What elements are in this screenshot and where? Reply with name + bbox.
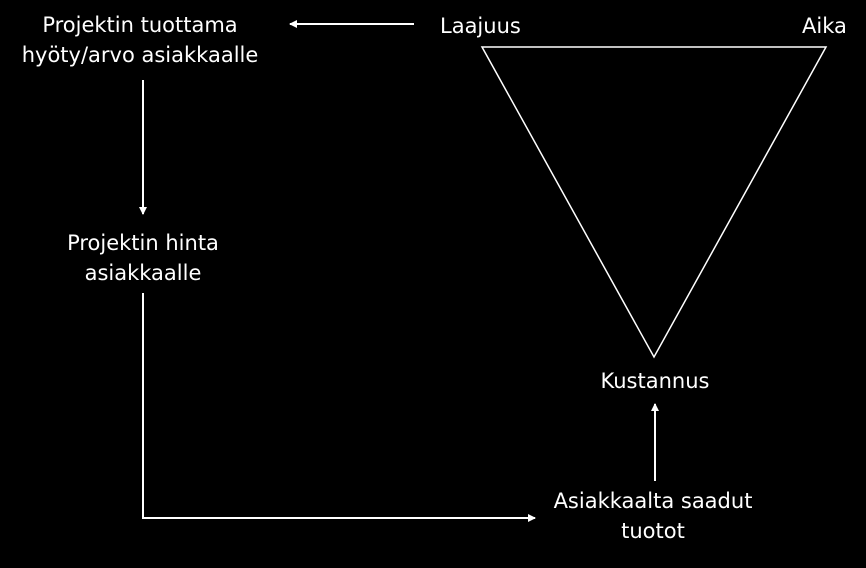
revenue-label: Asiakkaalta saadut tuotot	[554, 486, 753, 546]
cost-label: Kustannus	[600, 369, 710, 393]
time-label: Aika	[802, 14, 847, 38]
price-label: Projektin hinta asiakkaalle	[67, 228, 219, 288]
revenue-label-line1: Asiakkaalta saadut	[553, 489, 753, 513]
revenue-label-line2: tuotot	[621, 519, 685, 543]
scope-time-cost-triangle	[480, 46, 828, 359]
scope-label: Laajuus	[440, 14, 521, 38]
value-label-line2: hyöty/arvo asiakkaalle	[21, 43, 259, 67]
arrow-price-to-revenue	[142, 293, 536, 522]
price-label-line1: Projektin hinta	[67, 231, 219, 255]
value-label-line1: Projektin tuottama	[42, 13, 238, 37]
price-label-line2: asiakkaalle	[84, 261, 202, 285]
value-label: Projektin tuottama hyöty/arvo asiakkaall…	[22, 10, 259, 70]
